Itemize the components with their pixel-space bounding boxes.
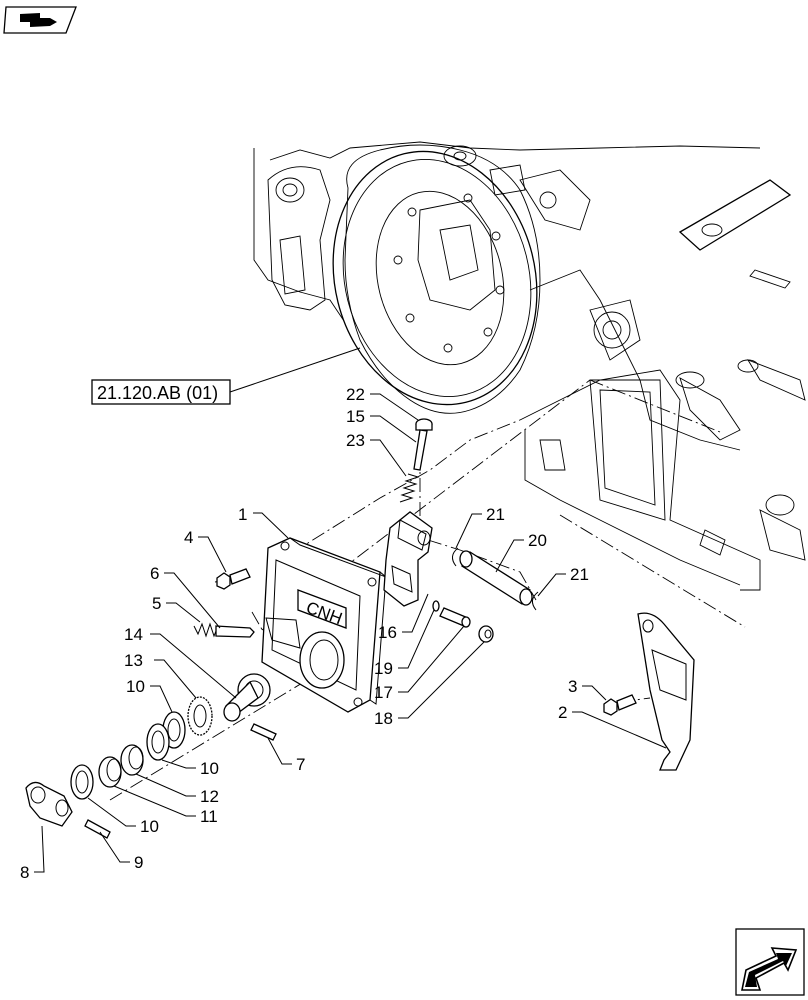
part-2-bracket[interactable]: [637, 612, 695, 771]
part-3-bolt[interactable]: [603, 694, 637, 716]
callout-14: 14: [124, 625, 143, 644]
book-icon[interactable]: [3, 6, 77, 34]
callout-5: 5: [152, 594, 161, 613]
callout-16: 16: [378, 623, 397, 642]
part-7-pin[interactable]: [250, 723, 277, 741]
reference-label[interactable]: 21.120.AB (01): [97, 383, 218, 403]
part-23-spring[interactable]: [399, 473, 420, 503]
callout-15: 15: [346, 407, 365, 426]
part-22-cap[interactable]: [415, 418, 433, 431]
part-14-shaft[interactable]: [223, 673, 271, 722]
callout-2: 2: [558, 703, 567, 722]
callout-13: 13: [124, 651, 143, 670]
part-5-spring[interactable]: [193, 622, 219, 638]
callout-23: 23: [346, 431, 365, 450]
part-6-plunger[interactable]: [215, 625, 255, 638]
part-17-pin[interactable]: [439, 607, 471, 628]
callout-21a: 21: [486, 505, 505, 524]
callout-4: 4: [184, 528, 193, 547]
callout-11: 11: [200, 807, 218, 826]
callout-22: 22: [346, 385, 365, 404]
part-4-bolt[interactable]: [216, 568, 251, 590]
transmission-housing: [253, 141, 806, 591]
part-21-circlip-b[interactable]: [532, 591, 539, 611]
part-20-pin[interactable]: [459, 550, 533, 606]
part-9-pin[interactable]: [84, 819, 111, 839]
callout-10b: 10: [200, 759, 219, 778]
part-21-circlip-a[interactable]: [452, 547, 459, 567]
callout-labels: 1 2 3 4 5 6 7 8 9 10 10 10 11 12 13 14 1…: [20, 385, 589, 882]
callout-17: 17: [374, 683, 393, 702]
callout-leaders: [34, 393, 667, 873]
callout-1: 1: [238, 505, 247, 524]
callout-12: 12: [200, 787, 219, 806]
part-19-clip[interactable]: [432, 600, 440, 612]
callout-3: 3: [568, 677, 577, 696]
callout-8: 8: [20, 863, 29, 882]
part-18-bushing[interactable]: [478, 625, 494, 643]
callout-20: 20: [528, 531, 547, 550]
part-13-needle-bearing[interactable]: [187, 696, 213, 736]
assembly-axis-lines: [109, 379, 746, 801]
callout-21b: 21: [570, 565, 589, 584]
reference-link-box[interactable]: 21.120.AB (01): [91, 347, 361, 405]
part-10-washer-b[interactable]: [146, 723, 170, 761]
callout-19: 19: [374, 659, 393, 678]
part-15-rod[interactable]: [413, 429, 428, 471]
callout-10c: 10: [140, 817, 159, 836]
part-8-lever[interactable]: [25, 781, 73, 827]
callout-18: 18: [374, 709, 393, 728]
part-1-cover-plate[interactable]: CNH: [261, 537, 387, 713]
callout-7: 7: [296, 755, 305, 774]
part-12-bushing[interactable]: [120, 744, 144, 776]
next-page-arrow-icon[interactable]: [735, 928, 805, 996]
part-11-bushing[interactable]: [98, 756, 122, 788]
part-16-detent-bracket[interactable]: [383, 511, 433, 607]
callout-9: 9: [134, 853, 143, 872]
callout-6: 6: [150, 564, 159, 583]
callout-10a: 10: [126, 677, 145, 696]
part-10-washer-c[interactable]: [70, 764, 94, 800]
